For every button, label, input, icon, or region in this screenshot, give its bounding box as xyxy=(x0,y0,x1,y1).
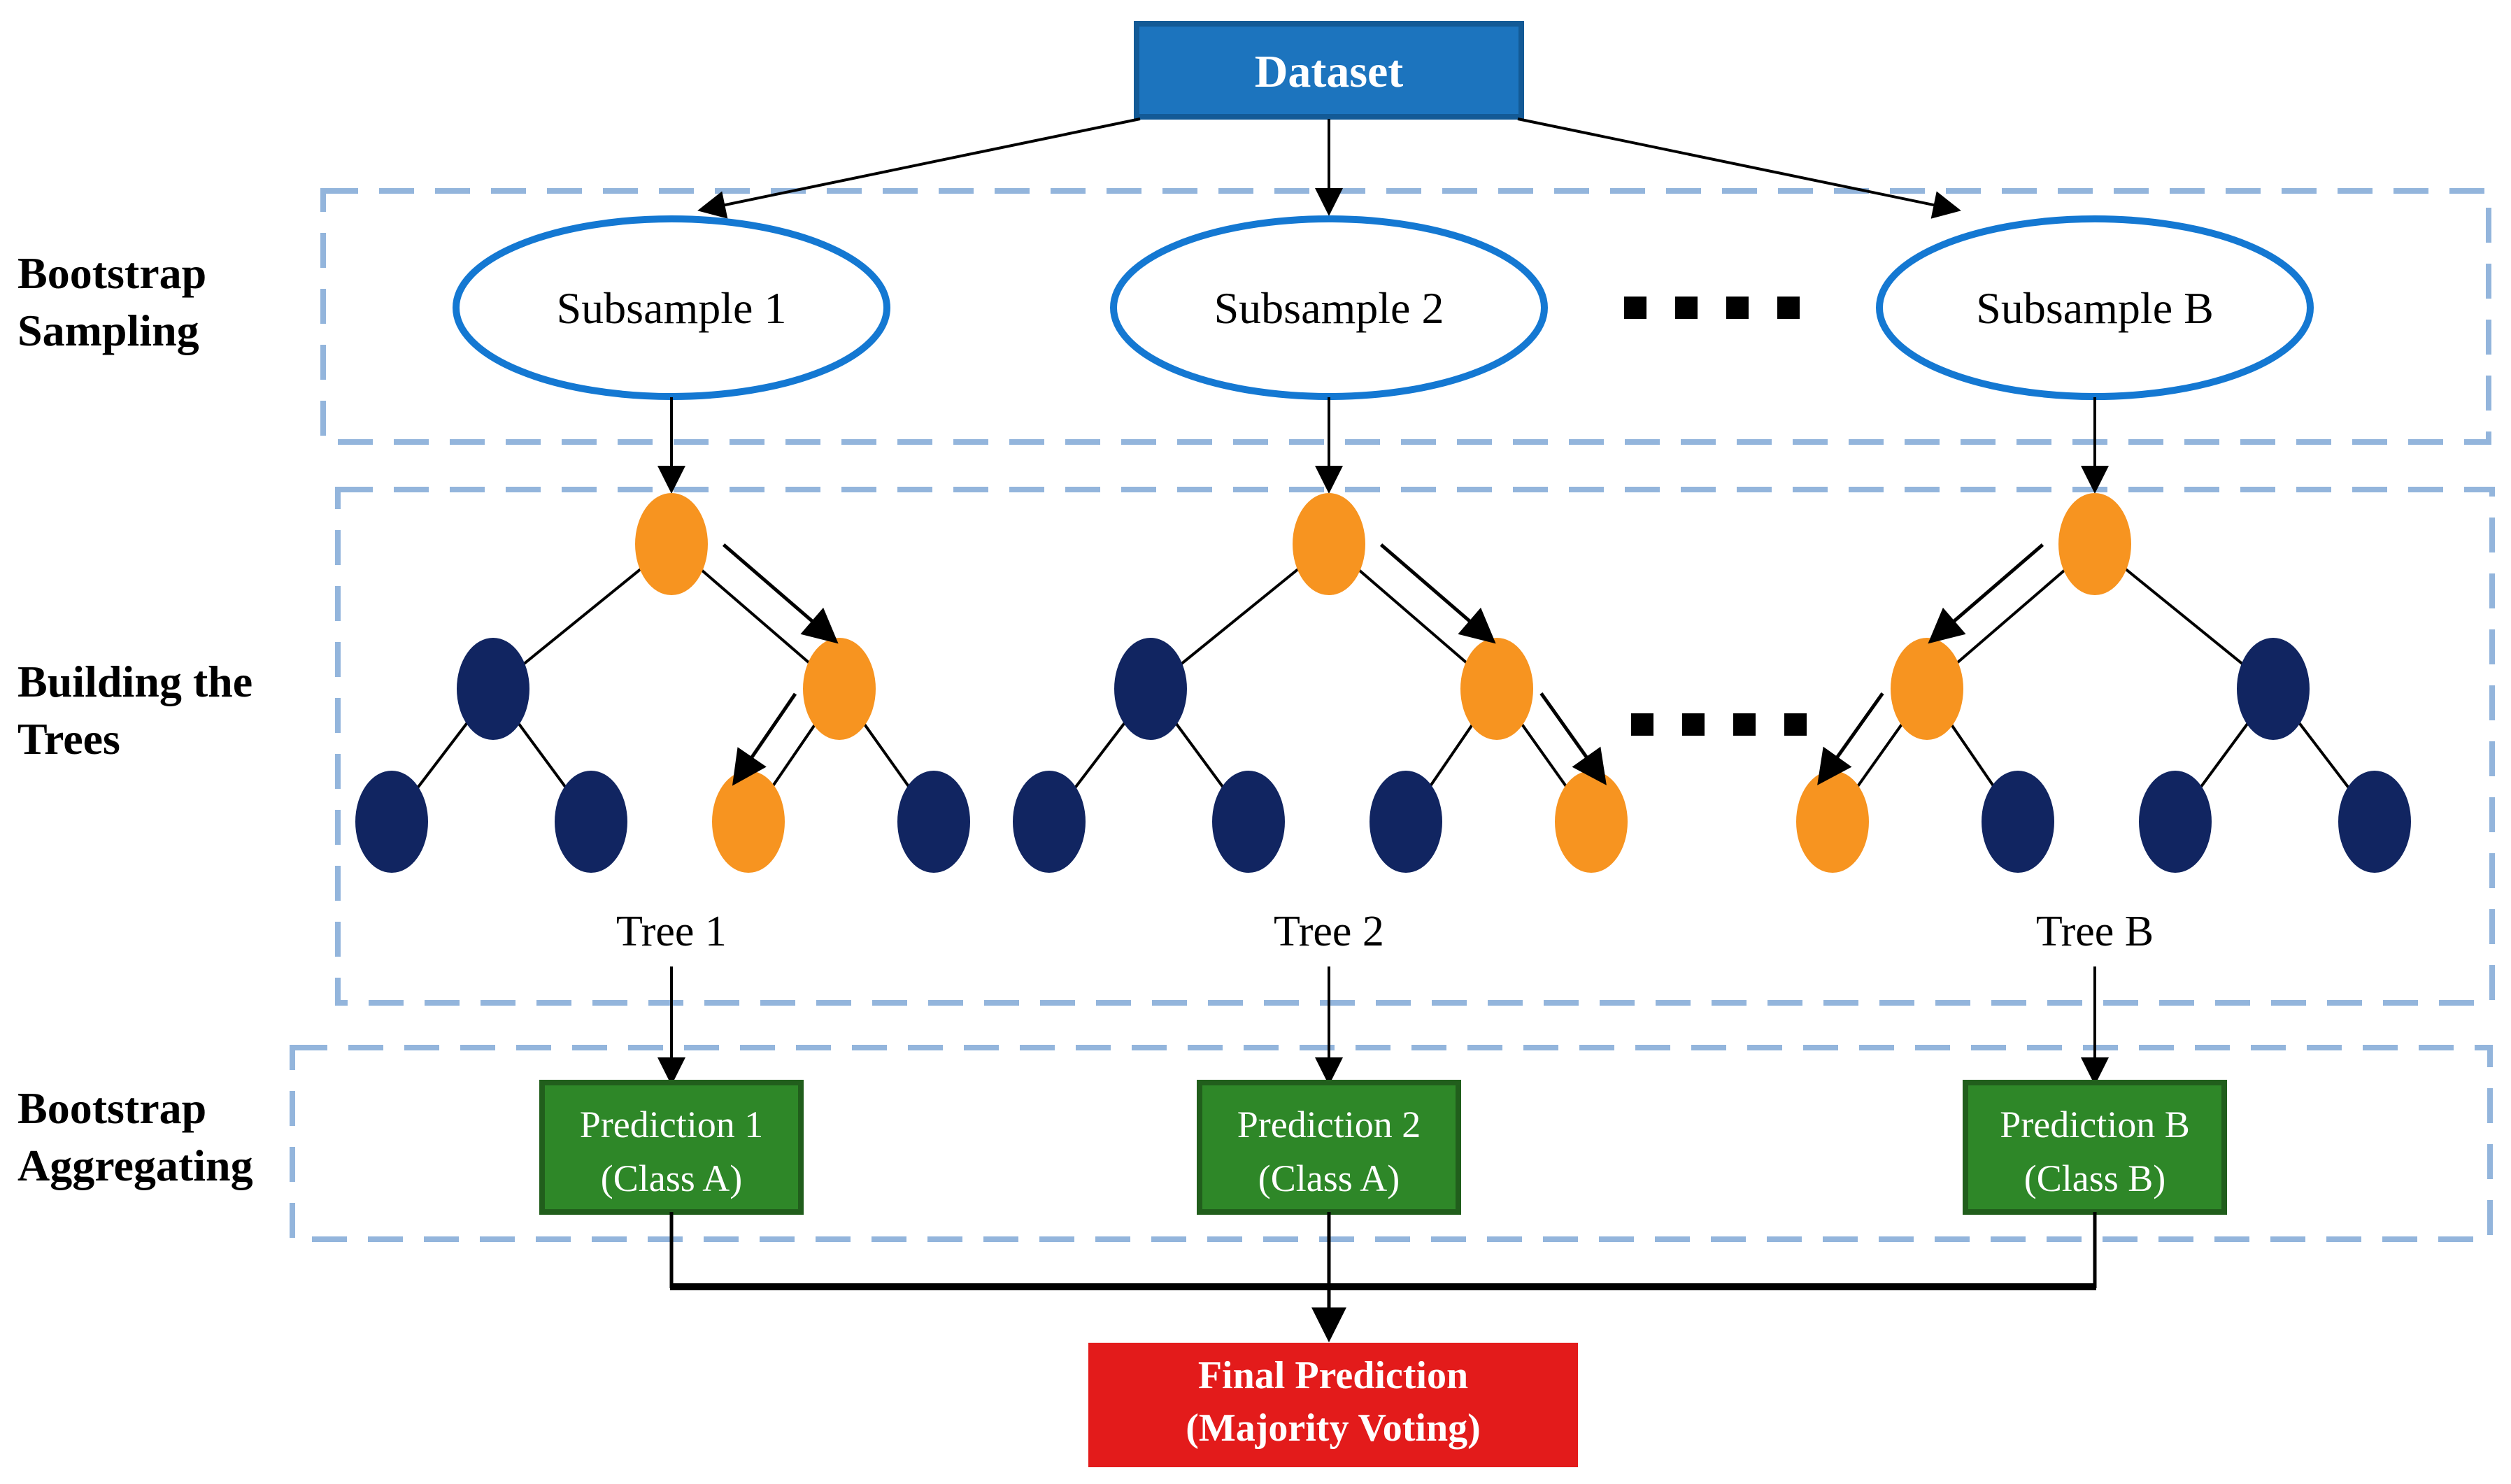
tree-node xyxy=(2237,638,2310,740)
ellipsis-icon xyxy=(1631,713,1653,736)
bootstrap-aggregating-label-line1: Bootstrap xyxy=(17,1083,206,1133)
ellipsis-dots xyxy=(1624,297,1800,319)
ellipsis-icon xyxy=(1624,297,1646,319)
bootstrap-aggregating-region xyxy=(290,1045,2493,1242)
section-labels: Bootstrap Sampling Building the Trees Bo… xyxy=(17,248,253,1190)
pipeline-column: Subsample 2 Tree 2 Prediction 2 (Class A) xyxy=(1013,215,1628,1288)
tree-node xyxy=(1114,638,1187,740)
tree-node-root xyxy=(2058,493,2131,595)
final-prediction-label-line2: (Majority Voting) xyxy=(1186,1406,1481,1450)
prediction-label-line1: Prediction B xyxy=(2000,1104,2189,1146)
dataset-arrow xyxy=(697,117,1141,219)
tree-node xyxy=(555,771,627,873)
subsample-ellipse xyxy=(1110,215,1548,400)
tree-node xyxy=(1212,771,1285,873)
ellipsis-icon xyxy=(1777,297,1800,319)
highlight-arrow xyxy=(1539,692,1607,785)
decision-tree xyxy=(355,493,970,873)
pipeline-column: Subsample 1 Tree 1 Prediction 1 (Class A) xyxy=(355,215,970,1288)
tree-label: Tree 2 xyxy=(1274,908,1384,955)
tree-label: Tree 1 xyxy=(616,908,727,955)
tree-node xyxy=(897,771,970,873)
tree-label: Tree B xyxy=(2036,908,2154,955)
subsample-label: Subsample B xyxy=(1976,283,2214,333)
final-prediction: Final Prediction (Majority Voting) xyxy=(1088,1343,1578,1467)
ellipsis xyxy=(1624,297,1807,736)
ellipsis-icon xyxy=(1726,297,1749,319)
highlight-arrow xyxy=(1928,543,2044,644)
building-trees-label-line2: Trees xyxy=(17,714,120,764)
tree-node-root xyxy=(635,493,708,595)
aggregation-connector xyxy=(670,1283,2096,1343)
ellipsis-icon xyxy=(1682,713,1705,736)
highlight-arrow xyxy=(722,543,839,644)
prediction-label-line1: Prediction 2 xyxy=(1237,1104,1421,1146)
tree-node xyxy=(1370,771,1442,873)
tree-node xyxy=(2139,771,2212,873)
ellipsis-icon xyxy=(1784,713,1807,736)
pipeline-column: Subsample B Tree B Prediction B (Class B) xyxy=(1796,215,2411,1288)
prediction-box xyxy=(1197,1080,1461,1215)
prediction-label-line1: Prediction 1 xyxy=(580,1104,763,1146)
tree-node xyxy=(712,771,785,873)
tree-node xyxy=(1796,771,1869,873)
bootstrap-sampling-region xyxy=(320,188,2491,445)
decision-tree xyxy=(1796,493,2411,873)
final-prediction-label-line1: Final Prediction xyxy=(1198,1354,1468,1397)
building-trees-region xyxy=(335,487,2495,1006)
bootstrap-sampling-label-line2: Sampling xyxy=(17,306,199,355)
dataset-to-subsample-arrows xyxy=(697,117,1961,219)
dataset-box xyxy=(1134,21,1524,120)
subsample-label: Subsample 2 xyxy=(1214,283,1444,333)
highlight-arrow xyxy=(1379,543,1496,644)
final-prediction-box xyxy=(1088,1343,1578,1467)
subsample-ellipse xyxy=(453,215,890,400)
tree-node-root xyxy=(1293,493,1365,595)
tree-node xyxy=(355,771,428,873)
ellipsis-icon xyxy=(1675,297,1698,319)
tree-node xyxy=(1460,638,1533,740)
tree-node xyxy=(1891,638,1963,740)
section-regions xyxy=(290,188,2495,1242)
dataset: Dataset xyxy=(1134,21,1524,120)
tree-node xyxy=(1555,771,1628,873)
tree-node xyxy=(1982,771,2054,873)
dataset-label: Dataset xyxy=(1255,46,1404,97)
highlight-arrow xyxy=(1817,692,1884,785)
ellipsis-dots xyxy=(1631,713,1807,736)
highlight-arrow xyxy=(732,692,797,786)
tree-node xyxy=(1013,771,1086,873)
subsample-ellipse xyxy=(1876,215,2314,400)
tree-node xyxy=(2338,771,2411,873)
tree-node xyxy=(803,638,876,740)
subsample-label: Subsample 1 xyxy=(557,283,787,333)
prediction-box xyxy=(539,1080,804,1215)
decision-tree xyxy=(1013,493,1628,873)
prediction-label-line2: (Class A) xyxy=(1258,1157,1400,1199)
dataset-arrow xyxy=(1517,117,1961,219)
bootstrap-aggregating-label-line2: Aggregating xyxy=(17,1141,253,1190)
tree-node xyxy=(457,638,529,740)
prediction-label-line2: (Class A) xyxy=(601,1157,743,1199)
building-trees-label-line1: Building the xyxy=(17,657,252,706)
bootstrap-sampling-label-line1: Bootstrap xyxy=(17,248,206,298)
prediction-label-line2: (Class B) xyxy=(2024,1157,2166,1199)
ellipsis-icon xyxy=(1733,713,1756,736)
